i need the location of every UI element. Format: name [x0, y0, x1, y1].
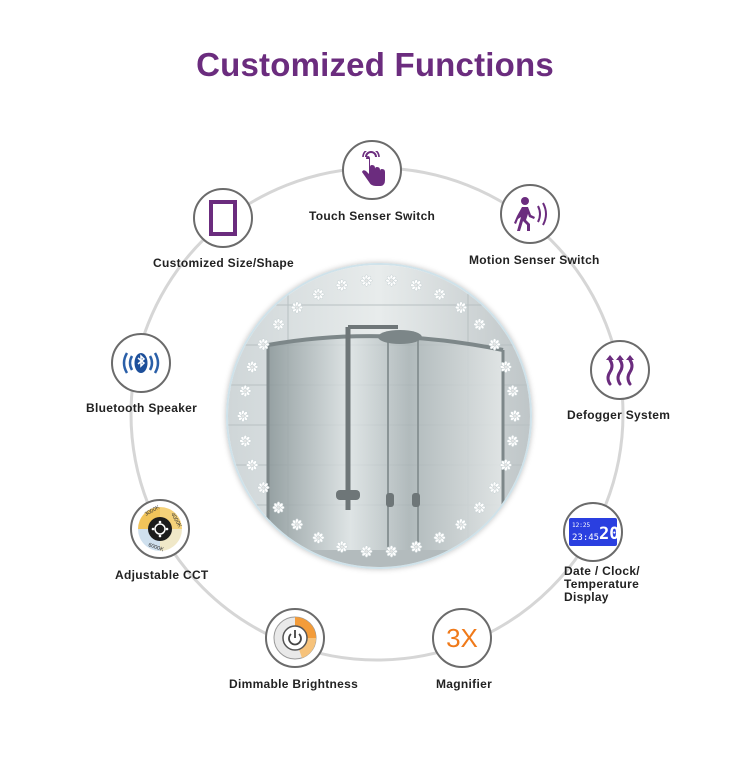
- led-flower: [335, 279, 348, 292]
- led-flower: [385, 545, 398, 558]
- led-flower: [499, 360, 512, 373]
- led-flower: [239, 384, 252, 398]
- led-flower: [335, 540, 348, 553]
- cct-label: Adjustable CCT: [115, 568, 209, 582]
- led-flower: [433, 288, 446, 301]
- size-shape-icon-badge: [193, 188, 253, 248]
- display-time-text: 23:45: [572, 533, 599, 543]
- round-led-mirror-image: [226, 263, 532, 569]
- led-flower: [499, 459, 512, 472]
- clock-display-icon-badge: 12:25 23:45 20: [563, 502, 623, 562]
- magnifier-3x-icon: 3X: [446, 622, 478, 653]
- motion-switch-icon-badge: [500, 184, 560, 244]
- led-flower: [360, 545, 373, 558]
- motion-person-icon: [514, 197, 547, 231]
- bluetooth-label: Bluetooth Speaker: [86, 401, 198, 415]
- led-flower: [454, 301, 468, 314]
- page-title: Customized Functions: [196, 46, 554, 83]
- color-temperature-dial-icon: 3000K 4000K 6000K: [138, 504, 183, 553]
- led-flower: [360, 274, 373, 287]
- led-flower: [239, 434, 252, 448]
- touch-switch-label: Touch Senser Switch: [309, 209, 436, 223]
- led-flower: [454, 518, 468, 531]
- cct-dial-6000k: 6000K: [147, 542, 164, 553]
- lcd-display-icon: 12:25 23:45 20: [569, 518, 617, 546]
- led-flower: [410, 279, 423, 292]
- display-date-text: 12:25: [572, 522, 590, 529]
- heat-waves-icon: [606, 355, 634, 386]
- led-flower: [473, 318, 486, 331]
- led-flower: [236, 409, 250, 423]
- touch-switch-icon-badge: [342, 140, 402, 200]
- led-flower: [272, 318, 285, 331]
- dimmer-icon-badge: [265, 608, 325, 668]
- size-shape-label: Customized Size/Shape: [153, 256, 294, 270]
- led-flower: [272, 501, 285, 514]
- led-flower: [488, 338, 501, 351]
- led-flower: [257, 481, 270, 494]
- clock-display-label: Date / Clock/ Temperature Display: [564, 564, 640, 604]
- cct-icon-badge: 3000K 4000K 6000K: [130, 499, 190, 559]
- led-flower: [290, 301, 304, 314]
- led-flower: [433, 531, 446, 544]
- led-flower: [488, 481, 501, 494]
- led-flower: [506, 384, 519, 398]
- led-flower: [257, 338, 270, 351]
- led-flower: [246, 458, 259, 472]
- bluetooth-icon-badge: [111, 333, 171, 393]
- led-flower: [508, 409, 522, 423]
- magnifier-label: Magnifier: [436, 677, 493, 691]
- defogger-icon-badge: [590, 340, 650, 400]
- led-flower: [246, 360, 259, 373]
- dimmer-label: Dimmable Brightness: [229, 677, 359, 691]
- led-flower: [312, 288, 325, 301]
- led-flower: [473, 501, 486, 514]
- led-flower: [506, 434, 519, 448]
- led-flower: [410, 540, 423, 553]
- display-temp-text: 20: [599, 524, 617, 544]
- power-dimmer-icon: [273, 616, 317, 660]
- magnifier-icon-badge: 3X: [432, 608, 492, 668]
- led-flower: [290, 518, 304, 531]
- defogger-label: Defogger System: [567, 408, 671, 422]
- led-flower: [312, 531, 325, 544]
- touch-hand-icon: [362, 151, 385, 186]
- bluetooth-speaker-icon: [122, 352, 160, 374]
- motion-switch-label: Motion Senser Switch: [469, 253, 600, 267]
- led-flower: [385, 274, 398, 287]
- frame-shape-icon: [209, 200, 237, 236]
